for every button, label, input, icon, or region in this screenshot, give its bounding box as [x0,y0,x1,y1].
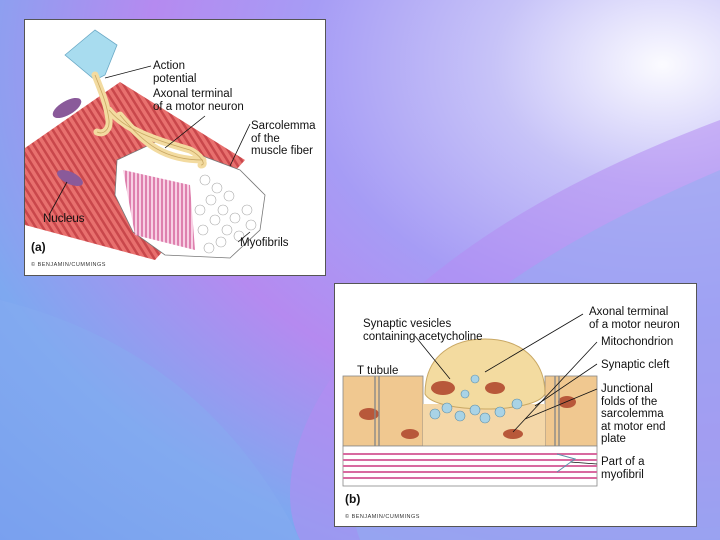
muscle-fiber-illustration [25,29,266,260]
label-sarcolemma: Sarcolemma of the muscle fiber [251,120,316,157]
label-axonal-terminal-b: Axonal terminal of a motor neuron [589,306,680,331]
label-part-of-myofibril: Part of a myofibril [601,456,645,481]
panel-a-muscle-fiber: Action potential Axonal terminal of a mo… [24,19,326,276]
label-nucleus: Nucleus [43,213,85,225]
motor-end-plate-illustration [342,313,598,487]
label-action-potential: Action potential [153,60,197,85]
label-synaptic-vesicles: Synaptic vesicles containing acetycholin… [363,318,483,343]
panel-tag: (a) [31,240,46,254]
panel-tag-b: (b) [345,492,361,506]
label-mitochondrion: Mitochondrion [601,336,674,348]
label-junctional-folds: Junctional folds of the sarcolemma at mo… [601,383,666,445]
copyright-text-b: © BENJAMIN/CUMMINGS [345,514,420,520]
label-myofibrils: Myofibrils [240,237,289,249]
panel-b-motor-end-plate: Synaptic vesicles containing acetycholin… [334,283,697,527]
copyright-text: © BENJAMIN/CUMMINGS [31,262,106,268]
label-t-tubule: T tubule [357,365,399,377]
label-synaptic-cleft: Synaptic cleft [601,359,670,371]
label-axonal-terminal: Axonal terminal of a motor neuron [153,88,244,113]
